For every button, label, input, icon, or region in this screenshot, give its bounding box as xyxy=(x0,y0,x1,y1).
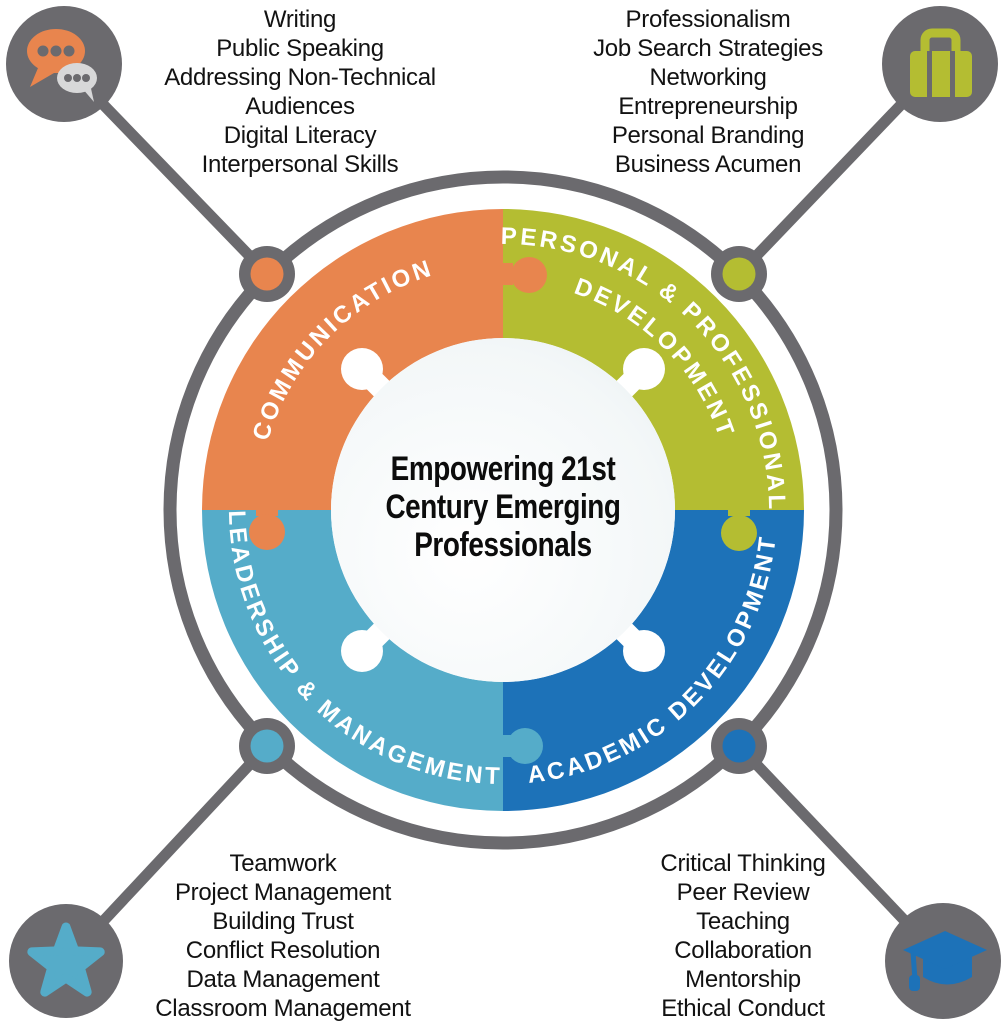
list-item: Writing xyxy=(263,6,337,33)
academic-development-skills-list: Critical Thinking Peer Review Teaching C… xyxy=(593,849,893,1023)
center-circle xyxy=(331,338,675,682)
node-top-left xyxy=(239,246,295,302)
center-knob-nw xyxy=(341,348,383,390)
leadership-management-skills-list: Teamwork Project Management Building Tru… xyxy=(133,849,433,1023)
list-item: Classroom Management xyxy=(155,995,411,1022)
chat-bubbles-icon xyxy=(6,6,122,122)
list-item: Digital Literacy xyxy=(223,122,377,149)
communication-skills-list: Writing Public Speaking Addressing Non-T… xyxy=(150,5,450,179)
list-item: Teamwork xyxy=(229,850,337,877)
briefcase-icon xyxy=(882,6,998,122)
list-item: Interpersonal Skills xyxy=(201,151,399,178)
list-item: Data Management xyxy=(186,966,380,993)
graduation-cap-icon xyxy=(885,903,1001,1019)
list-item: Teaching xyxy=(696,908,790,935)
ring-nodes xyxy=(239,246,767,774)
tab-teal-into-blue xyxy=(497,728,543,764)
center-knob-se xyxy=(623,630,665,672)
list-item: Collaboration xyxy=(674,937,812,964)
tab-orange-into-green xyxy=(497,257,547,293)
list-item: Mentorship xyxy=(685,966,801,993)
star-icon xyxy=(9,904,123,1018)
list-item: Project Management xyxy=(174,879,392,906)
list-item: Business Acumen xyxy=(614,151,802,178)
center-knob-ne xyxy=(623,348,665,390)
puzzle-tabs xyxy=(249,257,757,764)
list-item: Professionalism xyxy=(625,6,791,33)
list-item: Public Speaking xyxy=(216,35,384,62)
list-item: Networking xyxy=(649,64,767,91)
center-title: Empowering 21st Century Emerging Profess… xyxy=(385,450,621,564)
node-top-right xyxy=(711,246,767,302)
list-item: Peer Review xyxy=(676,879,810,906)
list-item: Entrepreneurship xyxy=(618,93,798,120)
outer-ring xyxy=(163,170,843,850)
tab-green-into-blue xyxy=(721,500,757,551)
corner-icons xyxy=(6,6,1001,1019)
list-item: Personal Branding xyxy=(611,122,805,149)
list-item: Conflict Resolution xyxy=(185,937,381,964)
list-item: Critical Thinking xyxy=(660,850,826,877)
personal-professional-skills-list: Professionalism Job Search Strategies Ne… xyxy=(558,5,858,179)
list-item: Building Trust xyxy=(212,908,354,935)
center-hub xyxy=(331,338,675,682)
node-bottom-right xyxy=(711,718,767,774)
list-item: Addressing Non-Technical Audiences xyxy=(164,64,436,120)
node-bottom-left xyxy=(239,718,295,774)
center-knob-sw xyxy=(341,630,383,672)
tab-orange-into-teal xyxy=(249,500,285,550)
list-item: Job Search Strategies xyxy=(593,35,823,62)
list-item: Ethical Conduct xyxy=(661,995,825,1022)
